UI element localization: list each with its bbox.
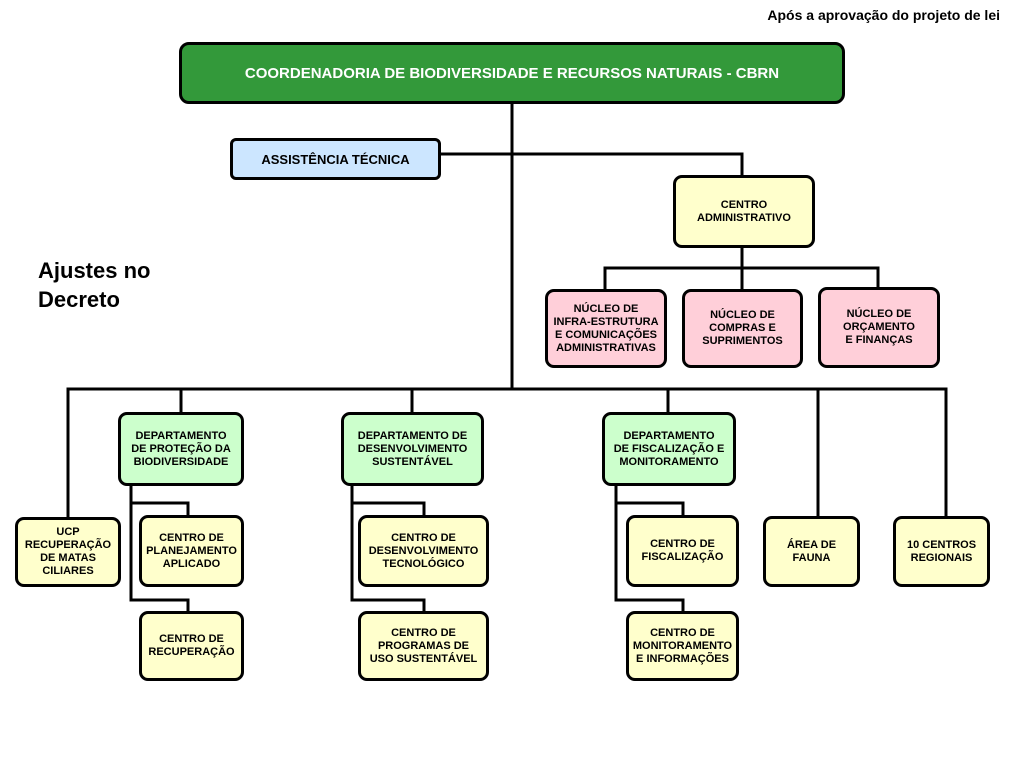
centro-desenv-tecnologico-box: CENTRO DE DESENVOLVIMENTO TECNOLÓGICO (358, 515, 489, 587)
ucp-box: UCP RECUPERAÇÃO DE MATAS CILIARES (15, 517, 121, 587)
area-fauna-box: ÁREA DE FAUNA (763, 516, 860, 587)
nucleo-compras-box: NÚCLEO DE COMPRAS E SUPRIMENTOS (682, 289, 803, 368)
header-note: Após a aprovação do projeto de lei (767, 7, 1000, 23)
centro-recuperacao-box: CENTRO DE RECUPERAÇÃO (139, 611, 244, 681)
assistencia-tecnica-box: ASSISTÊNCIA TÉCNICA (230, 138, 441, 180)
centro-programas-box: CENTRO DE PROGRAMAS DE USO SUSTENTÁVEL (358, 611, 489, 681)
centro-planejamento-box: CENTRO DE PLANEJAMENTO APLICADO (139, 515, 244, 587)
centro-monitoramento-box: CENTRO DE MONITORAMENTO E INFORMAÇÕES (626, 611, 739, 681)
cbrn-box: COORDENADORIA DE BIODIVERSIDADE E RECURS… (179, 42, 845, 104)
side-note: Ajustes no Decreto (38, 258, 151, 312)
centro-fiscalizacao-box: CENTRO DE FISCALIZAÇÃO (626, 515, 739, 587)
centros-regionais-box: 10 CENTROS REGIONAIS (893, 516, 990, 587)
dep-fiscalizacao-box: DEPARTAMENTO DE FISCALIZAÇÃO E MONITORAM… (602, 412, 736, 486)
nucleo-orcamento-box: NÚCLEO DE ORÇAMENTO E FINANÇAS (818, 287, 940, 368)
dep-desenvolvimento-box: DEPARTAMENTO DE DESENVOLVIMENTO SUSTENTÁ… (341, 412, 484, 486)
nucleo-infra-box: NÚCLEO DE INFRA-ESTRUTURA E COMUNICAÇÕES… (545, 289, 667, 368)
dep-protecao-box: DEPARTAMENTO DE PROTEÇÃO DA BIODIVERSIDA… (118, 412, 244, 486)
centro-administrativo-box: CENTRO ADMINISTRATIVO (673, 175, 815, 248)
